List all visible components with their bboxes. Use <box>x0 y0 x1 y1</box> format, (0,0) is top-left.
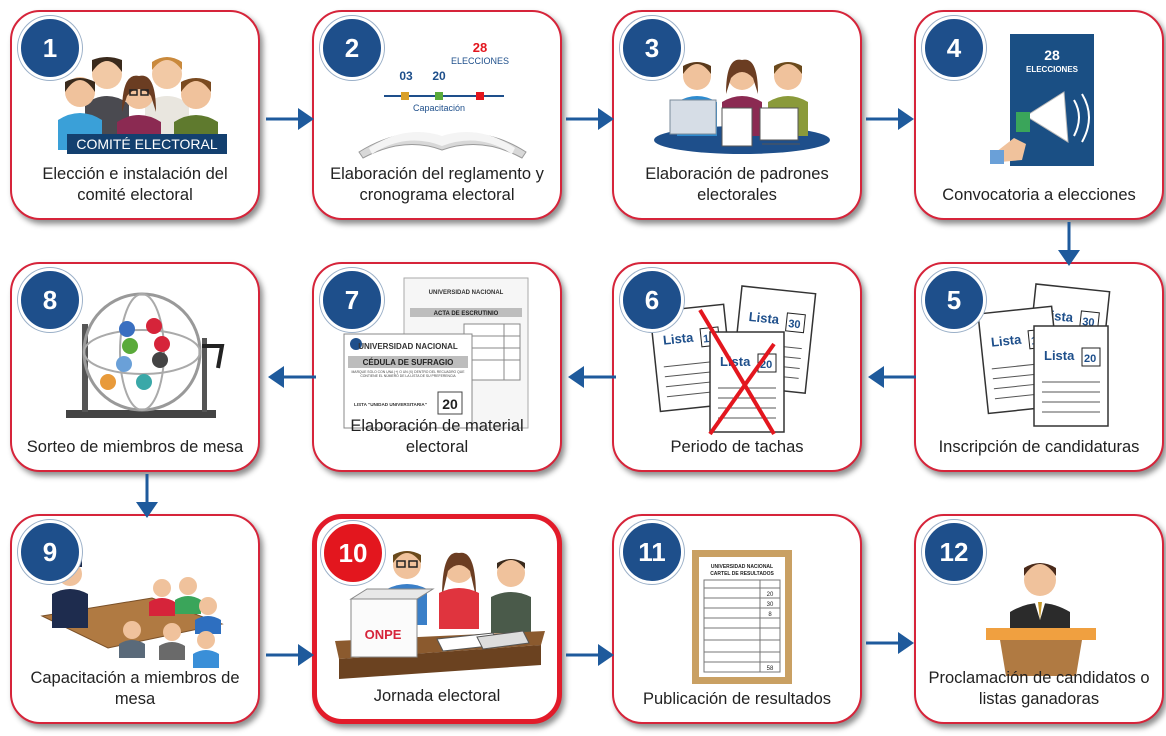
svg-text:Lista: Lista <box>748 309 781 327</box>
committee-banner-text: COMITÉ ELECTORAL <box>76 136 218 152</box>
poster-text: ELECCIONES <box>1026 65 1079 74</box>
timeline-date-20: 20 <box>432 69 446 83</box>
step-4: 4 28 ELECCIONES Convocatoria a eleccione… <box>914 10 1164 220</box>
election-day-illustration: ONPE <box>335 551 545 679</box>
board-value: 20 <box>767 592 774 598</box>
step-number-badge: 5 <box>922 268 986 332</box>
arrow-right-icon <box>266 108 314 130</box>
board-value: 30 <box>767 602 774 608</box>
step-9: 9 Capacitación a miembros de mesa <box>10 514 260 724</box>
step-number-badge: 12 <box>922 520 986 584</box>
arrow-right-icon <box>866 632 914 654</box>
tally-university-name: UNIVERSIDAD NACIONAL <box>429 290 504 296</box>
step-number-badge: 2 <box>320 16 384 80</box>
step-number-badge: 9 <box>18 520 82 584</box>
announcement-poster-illustration: 28 ELECCIONES <box>990 34 1094 166</box>
voter-roll-illustration <box>654 59 830 154</box>
arrow-left-icon <box>568 366 616 388</box>
arrow-down-icon <box>136 474 158 518</box>
tally-sheet-title: ACTA DE ESCRUTINIO <box>434 311 499 317</box>
arrow-right-icon <box>566 108 614 130</box>
timeline-elections-label: ELECCIONES <box>451 56 509 66</box>
step-label: Convocatoria a elecciones <box>942 186 1136 204</box>
step-11: 11 UNIVERSIDAD NACIONAL CARTEL DE RESULT… <box>612 514 862 724</box>
step-label: Elaboración de padrones electorales <box>645 165 829 204</box>
electoral-committee-illustration: COMITÉ ELECTORAL <box>58 57 227 154</box>
ballot-option-label: LISTA "UNIDAD UNIVERSITARIA" <box>354 402 427 407</box>
ballot-and-tally-sheet-illustration: UNIVERSIDAD NACIONAL ACTA DE ESCRUTINIO … <box>343 277 529 429</box>
step-label: Jornada electoral <box>373 687 501 705</box>
step-number-badge: 3 <box>620 16 684 80</box>
board-title: CARTEL DE RESULTADOS <box>710 571 774 577</box>
ballot-title: CÉDULA DE SUFRAGIO <box>363 358 454 367</box>
board-university-name: UNIVERSIDAD NACIONAL <box>711 564 773 570</box>
step-number-badge: 11 <box>620 520 684 584</box>
arrow-down-icon <box>1058 222 1080 266</box>
proclamation-podium-illustration <box>986 563 1096 676</box>
step-number-badge: 10 <box>321 521 385 585</box>
svg-text:20: 20 <box>1084 353 1096 365</box>
step-label: Publicación de resultados <box>642 690 832 708</box>
step-label: Periodo de tachas <box>670 438 804 456</box>
step-1: 1 COMITÉ ELECTORAL Elección e instalació… <box>10 10 260 220</box>
timeline-training-label: Capacitación <box>413 103 465 113</box>
ballot-option-number: 20 <box>442 396 458 412</box>
step-2: 2 28 ELECCIONES 03 20 Capacitación Elabo… <box>312 10 562 220</box>
step-number-badge: 4 <box>922 16 986 80</box>
arrow-left-icon <box>868 366 916 388</box>
step-12: 12 Proclamación de candidatos o listas g… <box>914 514 1164 724</box>
svg-text:Lista: Lista <box>1044 348 1075 363</box>
step-10: 10 ONPE Jornada electoral <box>312 514 562 724</box>
results-board-illustration: UNIVERSIDAD NACIONAL CARTEL DE RESULTADO… <box>692 550 792 684</box>
arrow-right-icon <box>566 644 614 666</box>
step-7: 7 UNIVERSIDAD NACIONAL ACTA DE ESCRUTINI… <box>312 262 562 472</box>
timeline-date-03: 03 <box>399 69 413 83</box>
step-label: Capacitación a miembros de mesa <box>30 669 240 708</box>
step-number-badge: 1 <box>18 16 82 80</box>
svg-text:Lista: Lista <box>662 330 695 348</box>
board-value: 8 <box>768 612 772 618</box>
arrow-left-icon <box>268 366 316 388</box>
step-label: Inscripción de candidaturas <box>938 438 1140 456</box>
step-label: Sorteo de miembros de mesa <box>26 438 244 456</box>
step-3: 3 Elaboración de padrones electorales <box>612 10 862 220</box>
poster-number: 28 <box>1044 47 1060 63</box>
training-session-illustration <box>40 560 224 668</box>
step-number-badge: 8 <box>18 268 82 332</box>
regulation-book-illustration: 28 ELECCIONES 03 20 Capacitación <box>358 40 527 159</box>
board-value: 58 <box>767 666 774 672</box>
ballot-box-logo: ONPE <box>365 627 402 642</box>
step-label: Elaboración del reglamento y cronograma … <box>330 165 544 204</box>
arrow-right-icon <box>866 108 914 130</box>
step-label: Proclamación de candidatos o listas gana… <box>928 669 1150 708</box>
svg-text:30: 30 <box>788 318 801 331</box>
ballot-university-name: UNIVERSIDAD NACIONAL <box>358 342 458 351</box>
lottery-drum-illustration <box>66 292 225 418</box>
timeline-date-28: 28 <box>473 40 487 55</box>
step-label: Elaboración de material electoral <box>350 417 524 456</box>
svg-text:Lista: Lista <box>990 332 1023 350</box>
step-number-badge: 7 <box>320 268 384 332</box>
step-8: 8 Sorteo de miembros de mesa <box>10 262 260 472</box>
step-number-badge: 6 <box>620 268 684 332</box>
step-label: Elección e instalación del comité electo… <box>42 165 228 204</box>
ballot-instructions: MARQUE SÓLO CON UNA (+) O UN (X) DENTRO … <box>351 370 465 378</box>
arrow-right-icon <box>266 644 314 666</box>
